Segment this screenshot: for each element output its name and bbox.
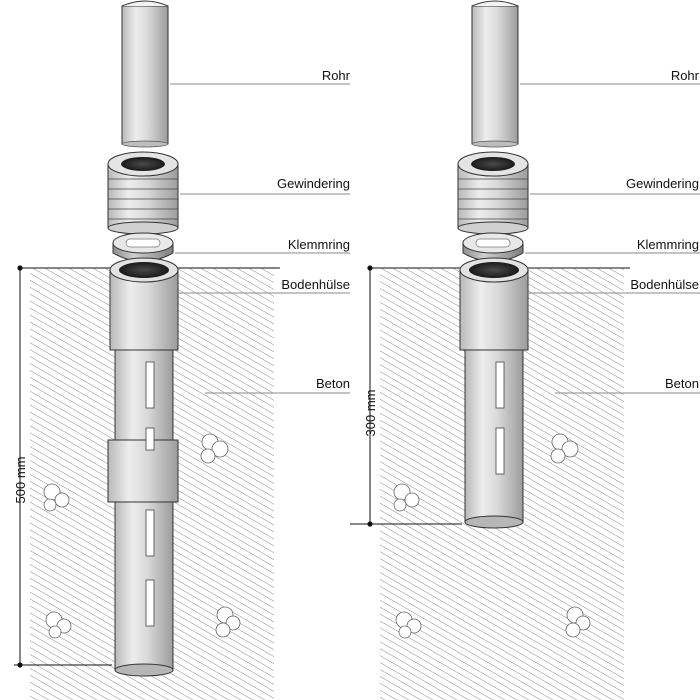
- gravel-stones-icon: [393, 433, 591, 639]
- threaded-ring: [107, 151, 179, 235]
- label-beton: Beton: [316, 376, 350, 391]
- gravel-stones-icon: [43, 433, 241, 639]
- label-klemmring: Klemmring: [288, 237, 350, 252]
- label-bodenhuelse: Bodenhülse: [281, 277, 350, 292]
- variant-300mm: 300 mm: [350, 0, 630, 700]
- label-klemmring: Klemmring: [637, 237, 699, 252]
- depth-dimension: 300 mm: [350, 265, 462, 527]
- labels-right: Rohr Gewindering Klemmring Bodenhülse Be…: [520, 68, 700, 394]
- pipe: [471, 0, 519, 148]
- depth-label: 500 mm: [13, 457, 28, 504]
- pipe: [121, 0, 169, 148]
- labels-left: Rohr Gewindering Klemmring Bodenhülse Be…: [170, 68, 351, 394]
- label-rohr: Rohr: [671, 68, 700, 83]
- ground-sleeve: [107, 257, 179, 677]
- threaded-ring: [457, 151, 529, 235]
- clamping-ring: [462, 232, 524, 262]
- label-gewindering: Gewindering: [277, 176, 350, 191]
- variant-500mm: 500 mm: [13, 0, 280, 700]
- label-gewindering: Gewindering: [626, 176, 699, 191]
- depth-label: 300 mm: [363, 390, 378, 437]
- depth-dimension: 500 mm: [13, 265, 112, 668]
- label-bodenhuelse: Bodenhülse: [630, 277, 699, 292]
- label-beton: Beton: [665, 376, 699, 391]
- ground-sleeve: [459, 257, 529, 529]
- label-rohr: Rohr: [322, 68, 351, 83]
- clamping-ring: [112, 232, 174, 262]
